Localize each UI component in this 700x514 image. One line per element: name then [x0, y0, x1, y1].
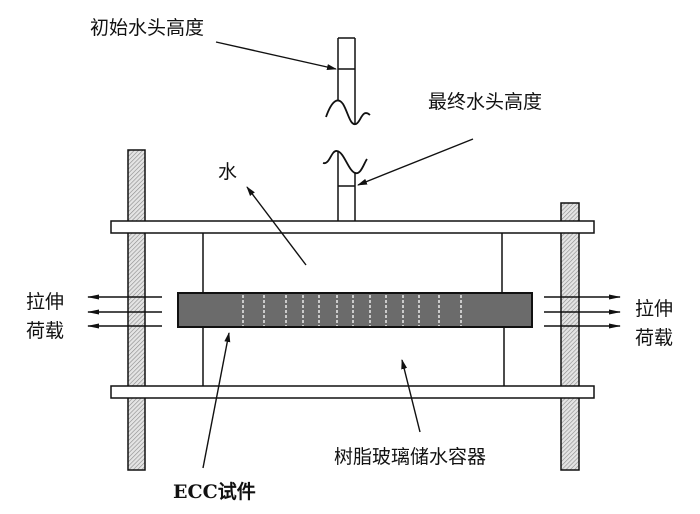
final-head-label: 最终水头高度 [428, 91, 542, 113]
bottom-plate [110, 385, 595, 399]
right-tension-arrows [544, 294, 621, 329]
break-line-upper [325, 99, 371, 125]
right-load-label-line1: 拉伸 [635, 298, 673, 320]
initial-head-leader-arrow [215, 41, 337, 70]
container-label: 树脂玻璃储水容器 [334, 446, 486, 468]
top-plate [110, 220, 595, 234]
standpipe-lower [322, 150, 368, 221]
specimen-label: ECC试件 [173, 480, 256, 503]
left-load-label-line2: 荷载 [26, 320, 64, 342]
left-tension-arrows [87, 294, 162, 329]
water-label: 水 [218, 161, 237, 183]
specimen-cracks [242, 295, 462, 326]
right-support-post [560, 202, 580, 471]
final-head-leader-arrow [357, 138, 474, 186]
left-load-label-line1: 拉伸 [26, 291, 64, 313]
left-support-post [127, 149, 146, 471]
ecc-specimen [177, 292, 533, 328]
specimen-leader-arrow [202, 332, 231, 469]
break-line-lower [322, 150, 368, 175]
standpipe-upper [325, 37, 371, 125]
initial-head-label: 初始水头高度 [90, 17, 204, 39]
container-leader-arrow [401, 359, 421, 433]
right-load-label-line2: 荷载 [635, 327, 673, 349]
water-leader-arrow [246, 186, 307, 266]
